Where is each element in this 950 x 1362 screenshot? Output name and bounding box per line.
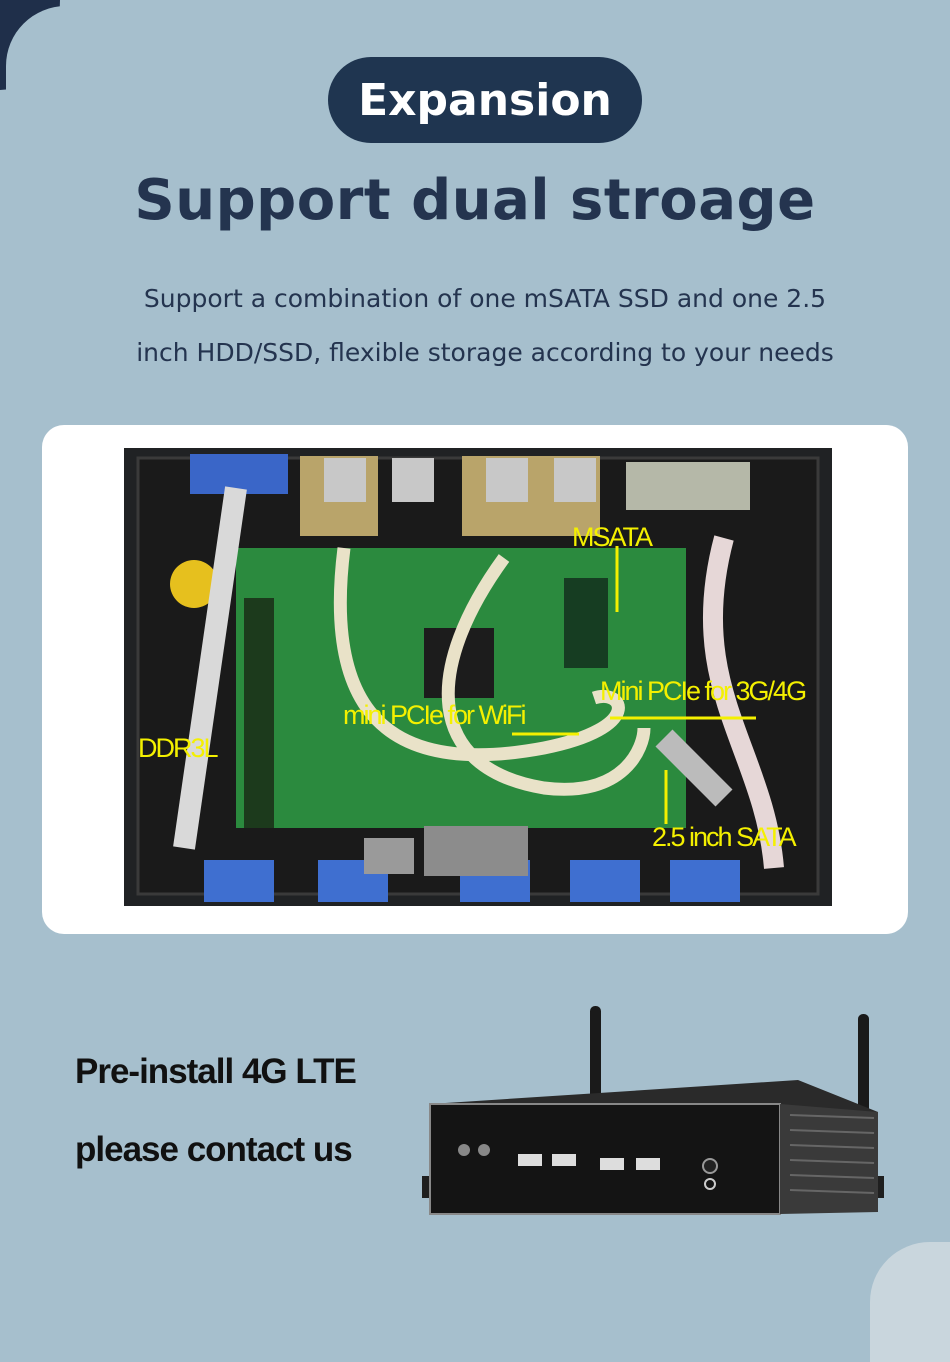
label-sata: 2.5 inch SATA [652, 822, 797, 852]
page-title: Support dual stroage [134, 168, 816, 233]
label-mini-pcie-3g4g: Mini PCIe for 3G/4G [600, 676, 807, 706]
label-msata: MSATA [572, 522, 653, 552]
description-line-1: Support a combination of one mSATA SSD a… [143, 284, 827, 313]
expansion-badge-label: Expansion [358, 74, 612, 126]
description-line-2: inch HDD/SSD, flexible storage according… [136, 338, 834, 367]
corner-decoration-bottom-right [870, 1242, 950, 1362]
promo-line-1: Pre-install 4G LTE [75, 1052, 357, 1091]
label-ddr3l: DDR3L [138, 733, 219, 763]
mini-pc-device-image [422, 1006, 884, 1215]
label-mini-pcie-wifi: mini PCIe for WiFi [343, 700, 527, 730]
expansion-badge: Expansion [328, 57, 642, 143]
motherboard-photo [124, 448, 832, 906]
promo-line-2: please contact us [75, 1130, 353, 1169]
page-description: Support a combination of one mSATA SSD a… [90, 272, 880, 380]
